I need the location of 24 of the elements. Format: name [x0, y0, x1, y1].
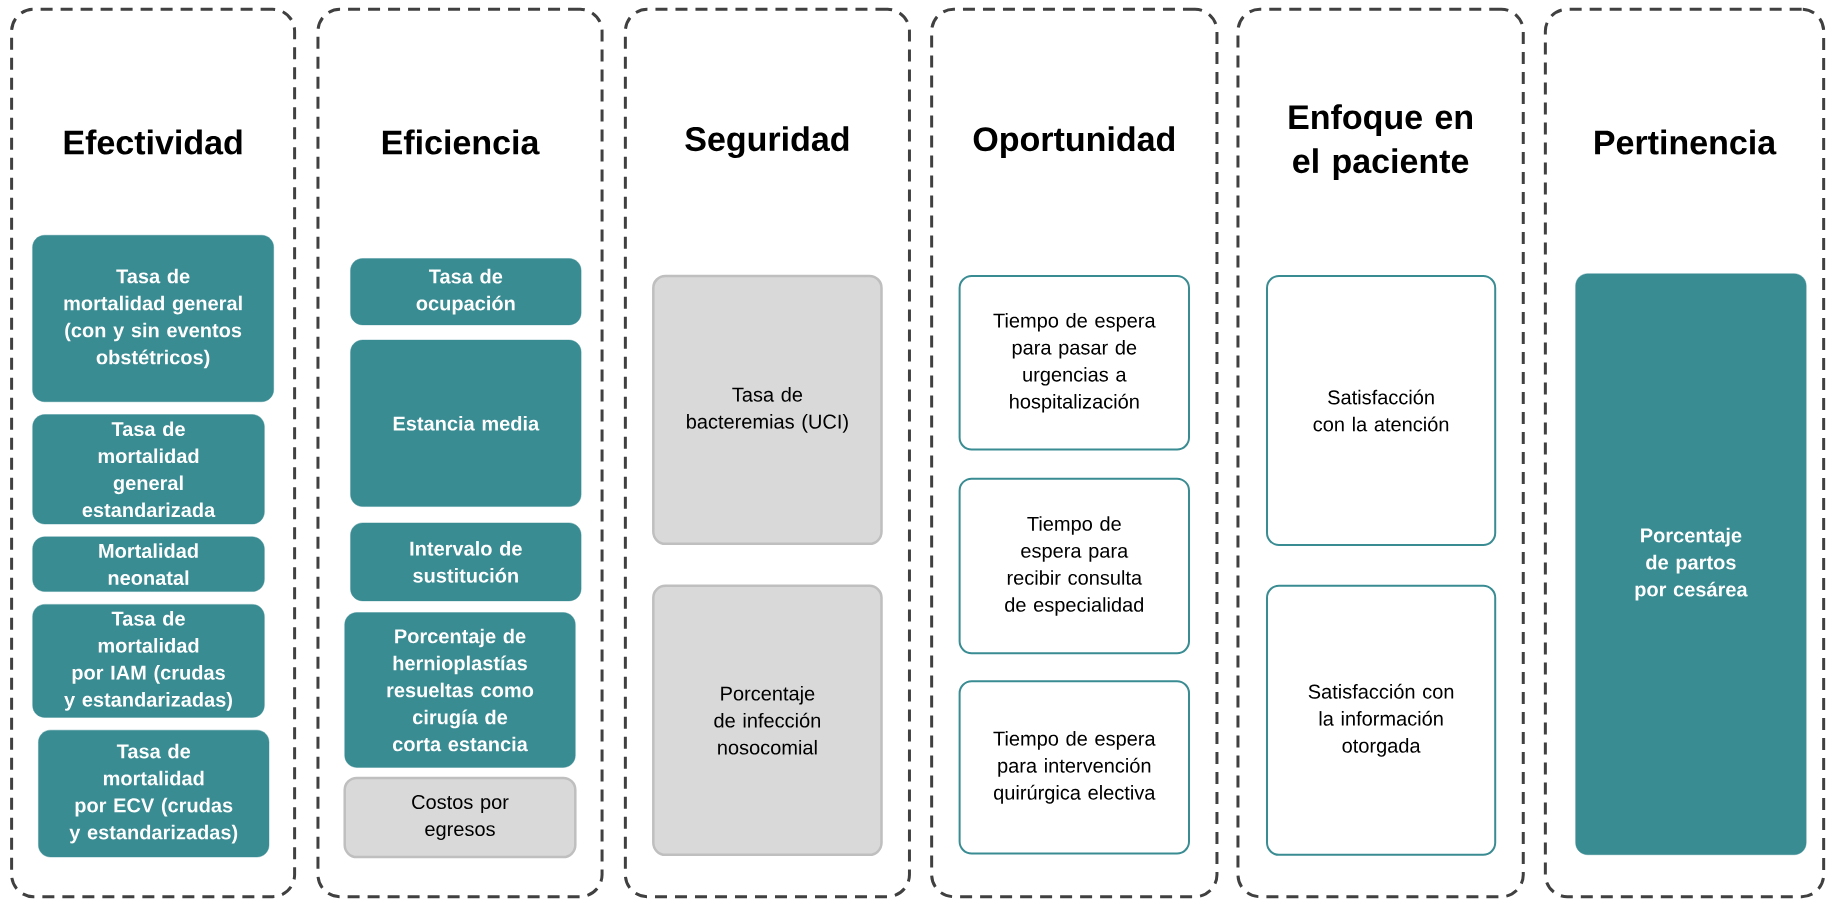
indicator-box: Estancia media — [350, 339, 582, 507]
indicator-box: Tiempo de espera para recibir consulta de especialidad — [958, 477, 1190, 655]
indicator-box: Porcentaje de hernioplastías resueltas como cirugía de corta estancia — [344, 612, 576, 768]
indicator-box: Tasa de bacteremias (UCI) — [652, 274, 883, 546]
panel-heading: Eficiencia — [382, 129, 540, 155]
indicator-box: Tasa de ocupación — [350, 258, 582, 326]
indicator-box: Tasa de mortalidad por ECV (crudas y estandarizadas) — [38, 729, 270, 858]
indicator-box: Porcentaje de partos por cesárea — [1575, 273, 1807, 855]
indicator-box: Porcentaje de infección nosocomial — [652, 584, 883, 857]
panel-heading: Efectividad — [64, 129, 242, 155]
panel-heading: Seguridad — [685, 126, 849, 158]
indicator-box: Satisfacción con la atención — [1266, 275, 1497, 546]
indicator-box: Tasa de mortalidad por IAM (crudas y estandarizadas) — [32, 604, 265, 718]
indicator-box: Mortalidad neonatal — [32, 536, 265, 592]
indicator-box: Costos por egresos — [343, 776, 577, 859]
indicator-box: Tasa de mortalidad general (con y sin eventos obstétricos) — [32, 235, 274, 402]
panel-heading: Pertinencia — [1595, 129, 1777, 155]
panel-heading: Enfoque en el paciente — [1289, 104, 1472, 180]
panel-heading: Oportunidad — [973, 126, 1175, 158]
indicator-box: Tiempo de espera para intervención quirúrgica electiva — [958, 680, 1190, 855]
indicator-box: Tasa de mortalidad general estandarizada — [32, 414, 265, 525]
indicator-box: Intervalo de sustitución — [350, 522, 582, 602]
indicator-box: Tiempo de espera para pasar de urgencias a hospitalización — [958, 275, 1190, 451]
indicator-box: Satisfacción con la información otorgada — [1266, 584, 1497, 856]
